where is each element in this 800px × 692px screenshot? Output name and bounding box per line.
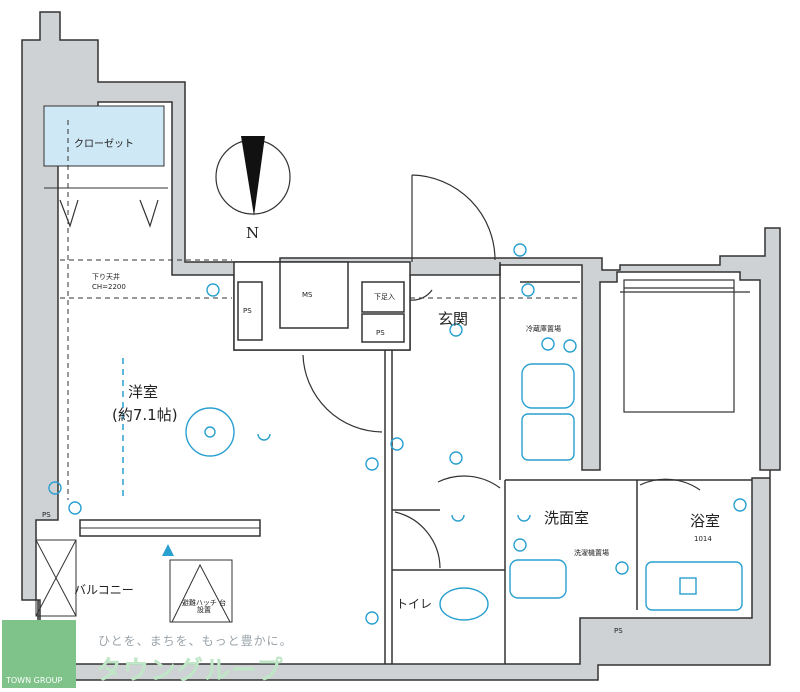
- shoe-box-label: 下足入: [374, 293, 395, 301]
- washroom-label: 洗面室: [544, 509, 590, 527]
- closet-door: [139, 199, 159, 228]
- ps-label: PS: [42, 511, 51, 519]
- brand-name: タウングループ: [96, 656, 284, 686]
- logo-caption: TOWN GROUP: [6, 676, 63, 685]
- ms-label: MS: [302, 291, 313, 299]
- ceiling-height-label: CH=2200: [92, 283, 126, 291]
- balcony-label: バルコニー: [74, 583, 134, 597]
- ceiling-note-label: 下り天井: [92, 273, 120, 281]
- window-bay: [620, 279, 750, 413]
- hatch-label: 避難ハッチ 台設置: [181, 599, 227, 614]
- bathroom-label: 浴室: [690, 512, 721, 530]
- hatch-arrow-icon: [162, 544, 174, 556]
- western-room-size: (約7.1帖): [112, 406, 178, 424]
- fixtures: [48, 243, 747, 625]
- toilet-label: トイレ: [396, 597, 433, 611]
- north-indicator: N: [246, 224, 260, 242]
- interior-walls: [79, 261, 752, 664]
- company-logo: [2, 620, 76, 688]
- entrance-label: 玄関: [438, 310, 469, 328]
- closet-label: クローゼット: [74, 139, 134, 150]
- closet-area: [43, 105, 165, 167]
- ps-label: PS: [614, 627, 623, 635]
- western-room-label: 洋室: [128, 383, 159, 401]
- ps-label: PS: [376, 329, 385, 337]
- brand-tagline: ひとを、まちを、もっと豊かに。: [98, 634, 293, 648]
- washer-space-label: 洗濯機置場: [574, 549, 609, 557]
- bathroom-size-label: 1014: [694, 535, 712, 543]
- closet-door: [59, 199, 79, 228]
- fridge-space-label: 冷蔵庫置場: [526, 325, 561, 333]
- compass: [215, 136, 291, 216]
- ps-label: PS: [243, 307, 252, 315]
- doors: [302, 174, 701, 569]
- balcony-area: [35, 539, 233, 623]
